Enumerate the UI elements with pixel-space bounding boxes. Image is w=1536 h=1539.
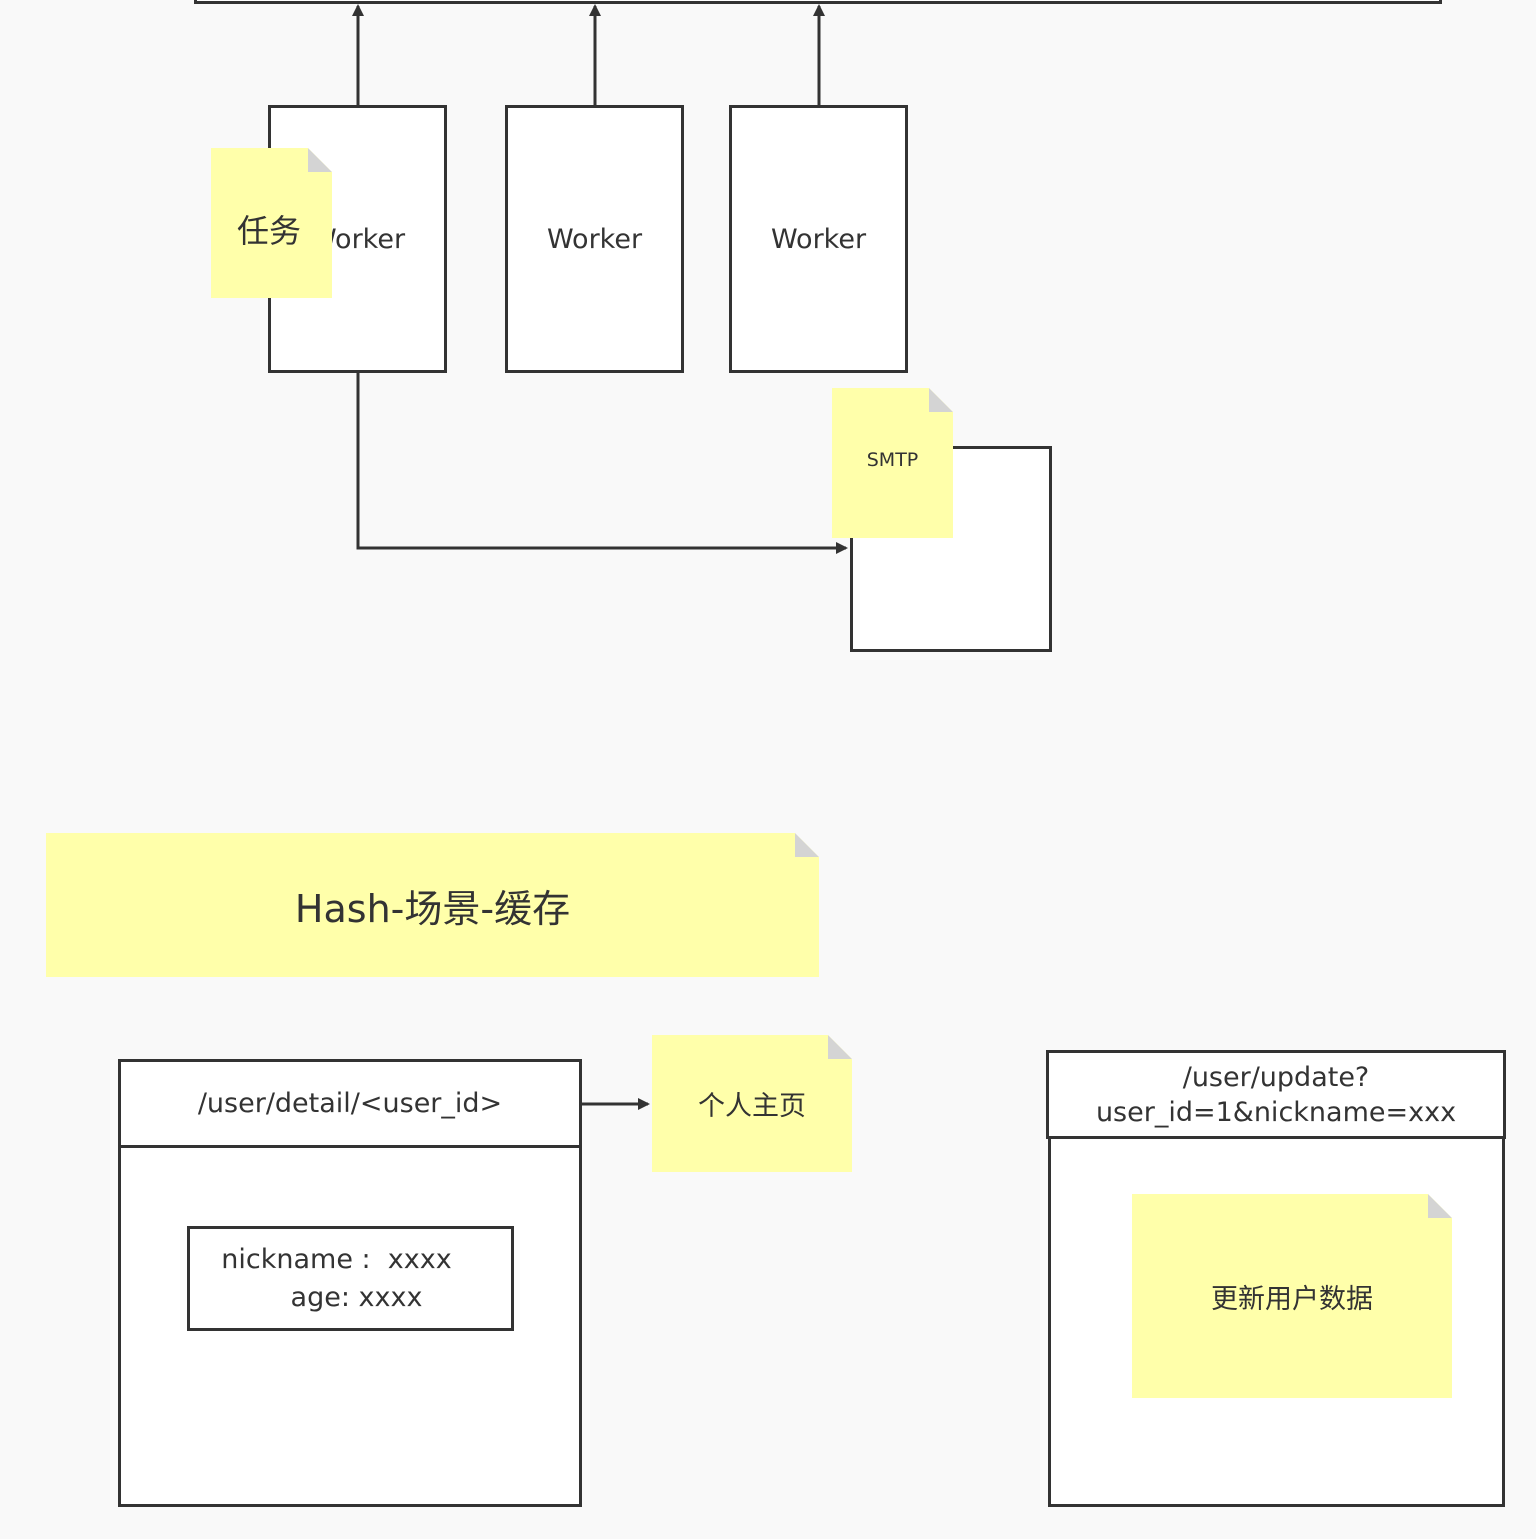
age-field: age: xxxx: [290, 1281, 423, 1313]
worker-box-2: Worker: [505, 105, 684, 373]
task-note-label: 任务: [237, 212, 302, 250]
personal-homepage-label: 个人主页: [698, 1091, 806, 1122]
detail-page-header: /user/detail/<user_id>: [118, 1059, 582, 1148]
update-user-data-note: 更新用户数据: [1132, 1194, 1452, 1398]
section-title-note: Hash-场景-缓存: [46, 833, 819, 977]
worker-box-3: Worker: [729, 105, 908, 373]
worker-label: Worker: [546, 223, 643, 255]
personal-homepage-note: 个人主页: [652, 1035, 852, 1172]
nickname-field: nickname : xxxx: [221, 1243, 452, 1275]
smtp-note-label: SMTP: [866, 449, 919, 471]
section-title: Hash-场景-缓存: [294, 886, 571, 931]
worker-to-smtp-arrow: [356, 371, 848, 554]
update-route-line-1: /user/update?: [1182, 1061, 1370, 1093]
detail-route: /user/detail/<user_id>: [197, 1088, 503, 1119]
update-route-line-2: user_id=1&nickname=xxx: [1095, 1096, 1457, 1128]
update-page-header: /user/update? user_id=1&nickname=xxx: [1046, 1050, 1506, 1139]
task-note: 任务: [211, 148, 332, 298]
user-fields-box: nickname : xxxx age: xxxx: [187, 1226, 514, 1331]
worker-label: Worker: [770, 223, 867, 255]
update-user-data-label: 更新用户数据: [1211, 1283, 1373, 1315]
smtp-note: SMTP: [832, 388, 953, 538]
queue-container: [194, 0, 1442, 4]
